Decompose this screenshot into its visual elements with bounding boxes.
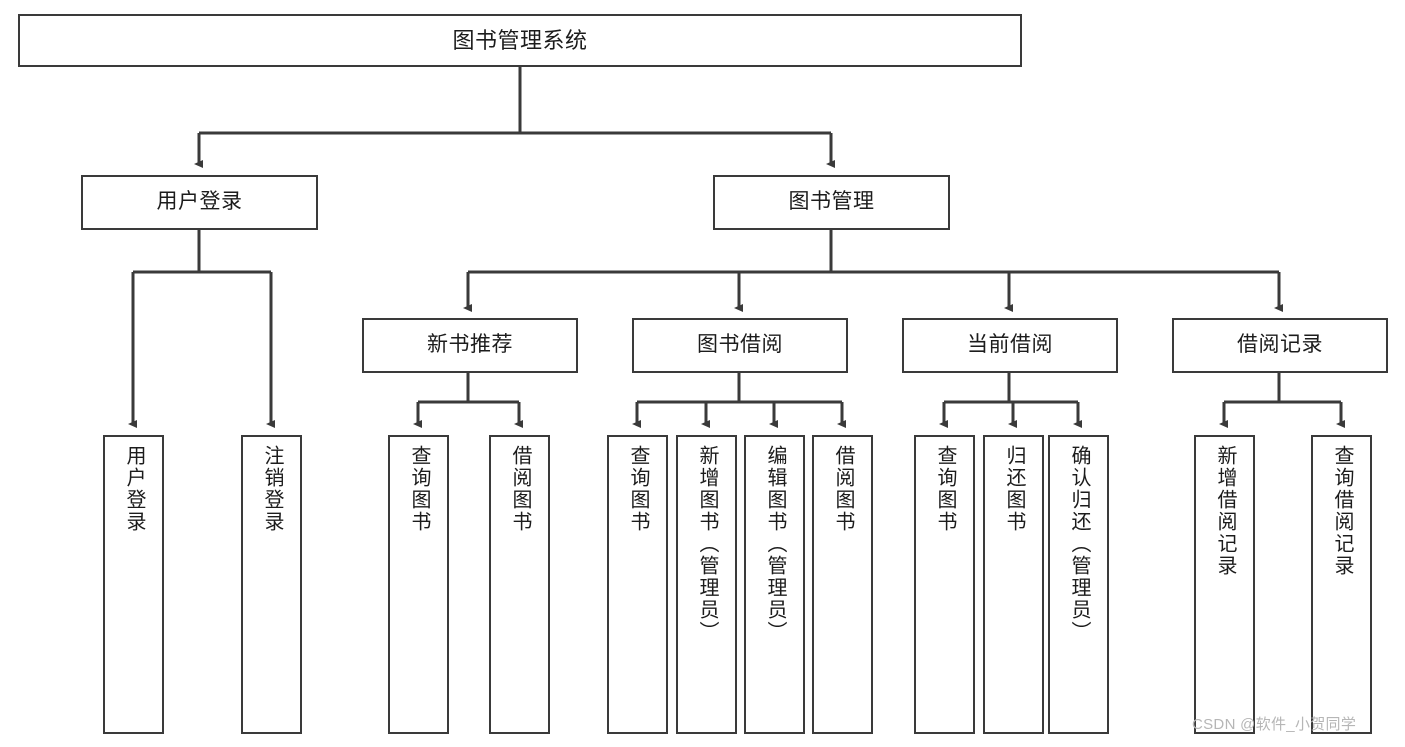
node-new-book-recommend[interactable]: 新书推荐 [362, 318, 578, 373]
node-user-login[interactable]: 用户登录 [81, 175, 318, 230]
node-label: 图书管理系统 [452, 27, 588, 53]
leaf-user-login-logout[interactable]: 注销登录 [241, 435, 302, 734]
leaf-book-borrow-borrow-book[interactable]: 借阅图书 [812, 435, 873, 734]
node-label: 图书借阅 [697, 333, 783, 357]
node-label: 新书推荐 [427, 333, 513, 357]
leaf-book-borrow-edit-book-admin[interactable]: 编辑图书（管理员） [744, 435, 805, 734]
node-label: 新增借阅记录 [1214, 445, 1236, 577]
leaf-borrow-record-add-record[interactable]: 新增借阅记录 [1194, 435, 1255, 734]
node-borrow-record[interactable]: 借阅记录 [1172, 318, 1388, 373]
node-label: 借阅图书 [509, 445, 531, 533]
leaf-book-borrow-query-book[interactable]: 查询图书 [607, 435, 668, 734]
node-book-borrow[interactable]: 图书借阅 [632, 318, 848, 373]
leaf-user-login-login[interactable]: 用户登录 [103, 435, 164, 734]
node-current-borrow[interactable]: 当前借阅 [902, 318, 1118, 373]
node-label: 查询图书 [627, 445, 649, 533]
node-label: 当前借阅 [967, 333, 1053, 357]
leaf-current-borrow-return-book[interactable]: 归还图书 [983, 435, 1044, 734]
node-label: 查询图书 [934, 445, 956, 533]
node-label: 归还图书 [1003, 445, 1025, 533]
leaf-new-book-borrow-book[interactable]: 借阅图书 [489, 435, 550, 734]
node-label: 注销登录 [261, 445, 283, 533]
node-label: 编辑图书（管理员） [764, 445, 786, 643]
node-root-book-management-system[interactable]: 图书管理系统 [18, 14, 1022, 67]
node-label: 借阅记录 [1237, 333, 1323, 357]
leaf-new-book-query-book[interactable]: 查询图书 [388, 435, 449, 734]
node-label: 借阅图书 [832, 445, 854, 533]
leaf-current-borrow-confirm-return-admin[interactable]: 确认归还（管理员） [1048, 435, 1109, 734]
leaf-current-borrow-query-book[interactable]: 查询图书 [914, 435, 975, 734]
node-label: 用户登录 [123, 445, 145, 533]
node-label: 确认归还（管理员） [1068, 445, 1090, 643]
node-label: 新增图书（管理员） [696, 445, 718, 643]
node-label: 查询图书 [408, 445, 430, 533]
node-book-management[interactable]: 图书管理 [713, 175, 950, 230]
node-label: 用户登录 [156, 190, 243, 214]
leaf-book-borrow-add-book-admin[interactable]: 新增图书（管理员） [676, 435, 737, 734]
leaf-borrow-record-query-record[interactable]: 查询借阅记录 [1311, 435, 1372, 734]
node-label: 图书管理 [788, 190, 875, 214]
node-label: 查询借阅记录 [1331, 445, 1353, 577]
